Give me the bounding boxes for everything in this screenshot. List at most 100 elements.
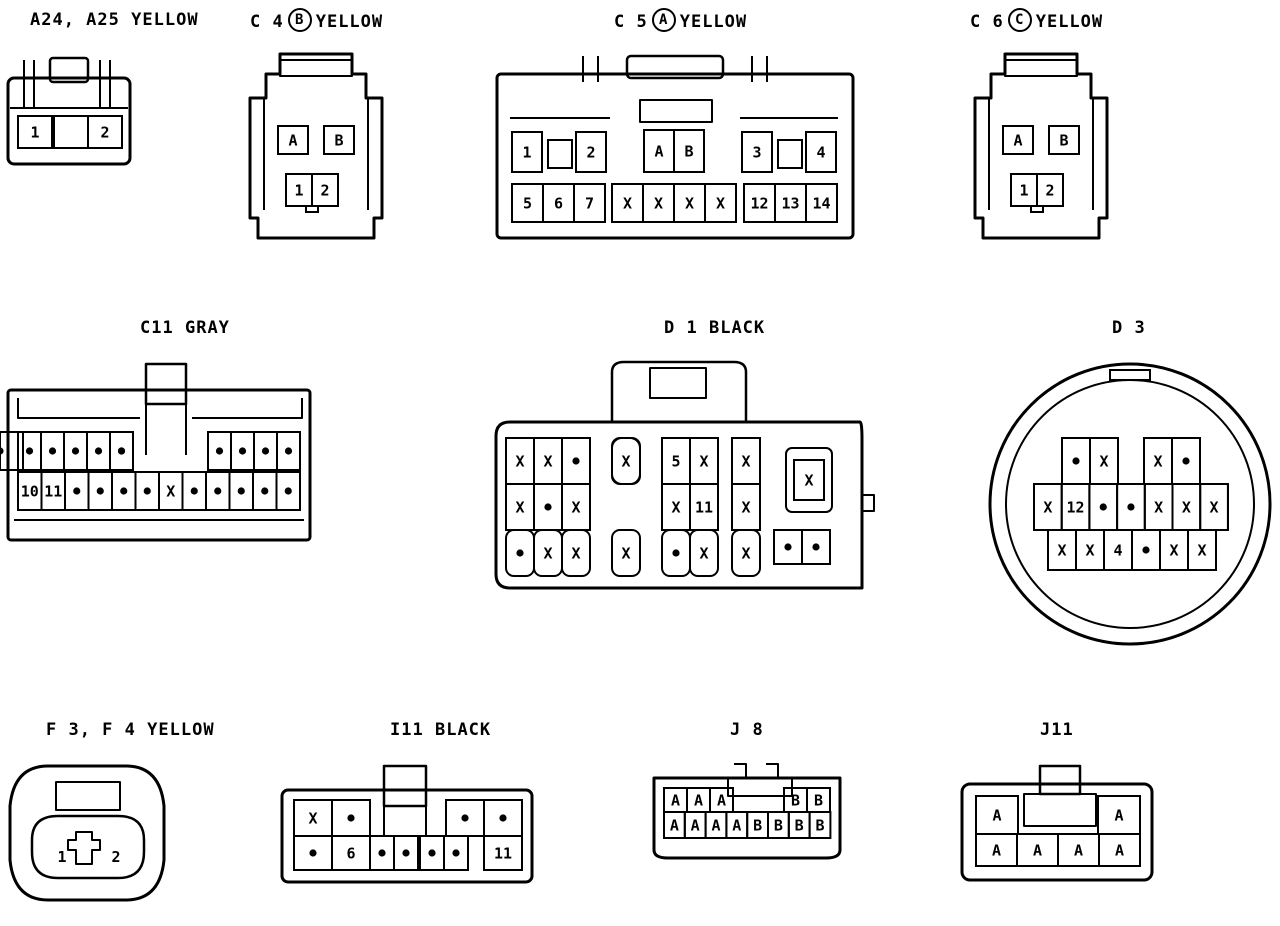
pin-cell: [611, 529, 641, 577]
pin-label: 1: [1019, 181, 1028, 199]
pin-label: A: [670, 816, 679, 834]
pin-label: 11: [44, 482, 62, 500]
pin-cell: [443, 835, 469, 871]
pin-cell: [611, 437, 641, 485]
pin-dot: [572, 457, 580, 465]
pin-label: B: [684, 142, 693, 160]
pin-cell: [109, 431, 134, 471]
pin-label: A: [1114, 806, 1123, 824]
pin-cell: [704, 183, 737, 223]
pin-label: 7: [585, 194, 594, 212]
pin-label: 1: [522, 143, 531, 161]
lock-window: [279, 59, 353, 77]
pin-label: X: [685, 194, 694, 212]
lock-window: [1004, 59, 1078, 77]
code-d3: D 3: [1112, 318, 1146, 338]
housing: [280, 788, 534, 884]
lock-tab: [48, 56, 90, 84]
pin-label: A: [992, 806, 1001, 824]
pin-cell: [1048, 125, 1080, 155]
pin-label: 12: [1067, 498, 1085, 516]
code-d1: D 1: [664, 318, 698, 338]
key: [1030, 205, 1044, 213]
pin-label: B: [753, 816, 762, 834]
pin-cell: [0, 431, 24, 471]
pin-label: A: [671, 791, 680, 809]
pin-cell: [87, 115, 123, 149]
pin-label: X: [1154, 498, 1163, 516]
color-f3: YELLOW: [147, 720, 215, 740]
pin-label: X: [1153, 452, 1162, 470]
pin-label: A: [717, 791, 726, 809]
key: [1109, 369, 1151, 381]
pin-label: X: [571, 498, 580, 516]
pin-cell: [276, 431, 301, 471]
pin-label: A: [1115, 841, 1124, 859]
pin-dot: [73, 487, 81, 495]
housing-outer: [988, 362, 1272, 646]
color-c4: YELLOW: [315, 12, 384, 32]
pin-cell: [575, 131, 607, 173]
code-j8: J 8: [730, 720, 764, 740]
pin-label: X: [1210, 498, 1219, 516]
pin-cell: [277, 125, 309, 155]
code-j11: J11: [1040, 720, 1074, 740]
pin-label: X: [1099, 452, 1108, 470]
pin-cell: [393, 835, 419, 871]
pin-cell: [573, 183, 606, 223]
connector-c11: 10 11 X: [0, 362, 312, 542]
housing: [248, 52, 384, 240]
center-window: [639, 99, 713, 123]
code-c4: C 4: [250, 12, 284, 32]
pin-label: X: [621, 452, 630, 470]
title-j11: J11: [1040, 720, 1074, 740]
pin-label: 10: [21, 482, 39, 500]
title-c11: C11 GRAY: [140, 318, 230, 338]
color-d1: BLACK: [708, 318, 766, 338]
pin-label: 6: [346, 844, 355, 862]
pin-cell: [689, 529, 719, 577]
pin-label: X: [741, 544, 750, 562]
pin-label: X: [1197, 541, 1206, 559]
pin-cell: [801, 529, 831, 565]
pin-cell: [1002, 125, 1034, 155]
inner-wall: [988, 98, 1094, 210]
color-i11: BLACK: [434, 720, 492, 740]
pin-dot: [1142, 546, 1150, 554]
pin-dot: [25, 447, 34, 455]
pin-dot: [402, 849, 410, 857]
pin-label: 13: [781, 194, 799, 212]
pin-label: B: [814, 791, 823, 809]
inner-wall: [263, 98, 369, 210]
pin-dot: [672, 549, 680, 557]
pin-dot: [544, 503, 552, 511]
pin-dot: [94, 447, 103, 455]
title-i11: I11 BLACK: [390, 720, 491, 740]
pin-cell: [1036, 173, 1064, 207]
pin-label: B: [795, 816, 804, 834]
pin-label: X: [1085, 541, 1094, 559]
blank-slot: [777, 139, 803, 169]
pin-label: 5: [671, 452, 680, 470]
pin-label: X: [515, 452, 524, 470]
lock-tab: [382, 764, 428, 808]
pin-label: A: [694, 791, 703, 809]
pin-dot: [214, 487, 222, 495]
pin-label: 6: [554, 194, 563, 212]
pin-label: A: [992, 841, 1001, 859]
lock-body: [727, 778, 793, 797]
pin-dot: [1182, 457, 1190, 465]
circle-label-c6: C: [1007, 8, 1032, 32]
code-a24: A24, A25: [30, 10, 120, 30]
pin-dot: [96, 487, 104, 495]
pin-label: X: [166, 482, 175, 500]
lock-tab: [625, 54, 725, 80]
pin-label: X: [543, 452, 552, 470]
